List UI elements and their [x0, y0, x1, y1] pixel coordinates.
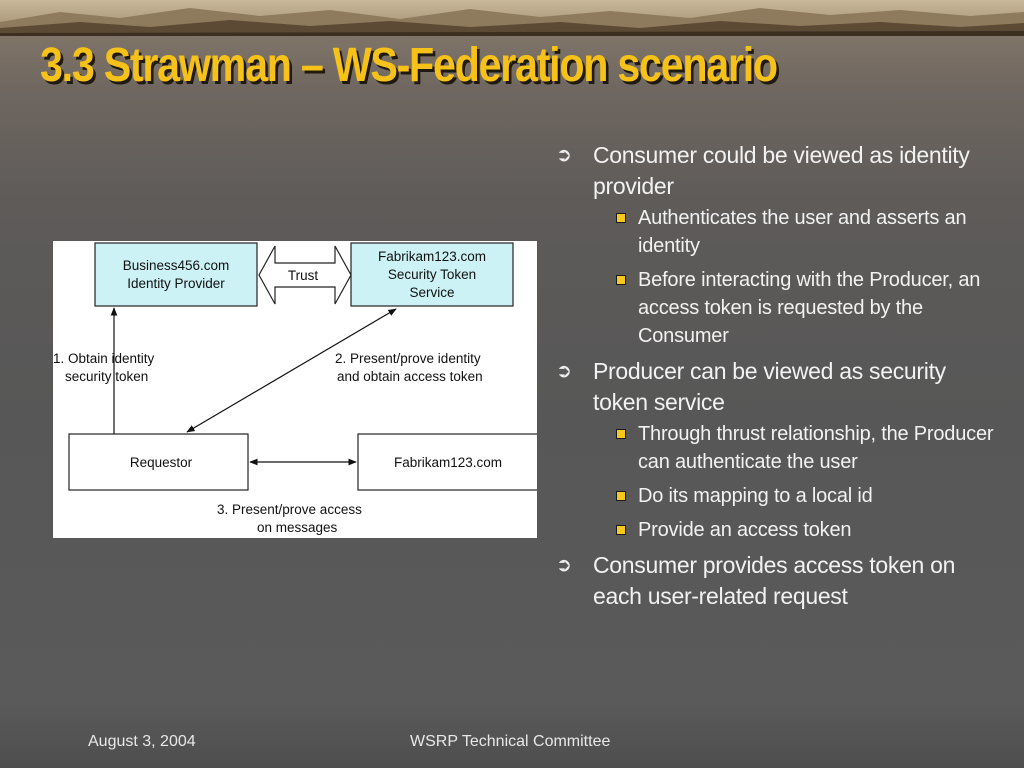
curved-arrow-bullet-icon: ➲	[556, 361, 572, 382]
sub-bullet-list: Authenticates the user and asserts an id…	[601, 204, 996, 350]
trust-label: Trust	[288, 268, 318, 283]
footer-date: August 3, 2004	[88, 733, 196, 750]
service-label: Fabrikam123.com	[394, 455, 502, 470]
square-bullet-icon	[616, 525, 626, 535]
bullet-list: ➲ Consumer could be viewed as identity p…	[556, 140, 996, 614]
sts-label-line3: Service	[409, 285, 454, 300]
requestor-box: Requestor	[68, 433, 249, 491]
bullet-text: Consumer could be viewed as identity pro…	[593, 142, 970, 199]
square-bullet-icon	[616, 429, 626, 439]
sub-bullet-text: Provide an access token	[638, 519, 852, 541]
present-identity-arrow	[186, 308, 397, 433]
bullet-text: Consumer provides access token on each u…	[593, 552, 956, 609]
sub-bullet-text: Authenticates the user and asserts an id…	[638, 207, 967, 257]
ws-federation-diagram: Business456.com Identity Provider Fabrik…	[53, 241, 537, 538]
square-bullet-icon	[616, 213, 626, 223]
sts-label-line2: Security Token	[388, 267, 476, 282]
bullet-item: ➲ Consumer could be viewed as identity p…	[556, 140, 996, 202]
sub-bullet-item: Authenticates the user and asserts an id…	[601, 204, 996, 260]
square-bullet-icon	[616, 491, 626, 501]
bullet-text: Producer can be viewed as security token…	[593, 358, 946, 415]
slide-title: 3.3 Strawman – WS-Federation scenario	[40, 39, 778, 92]
footer-committee: WSRP Technical Committee	[410, 733, 611, 750]
identity-provider-box: Business456.com Identity Provider	[94, 242, 258, 307]
step1-label-line2: security token	[65, 369, 148, 384]
step3-label-line1: 3. Present/prove access	[217, 502, 362, 517]
fabrikam-service-box: Fabrikam123.com	[357, 433, 537, 491]
step1-label-line1: 1. Obtain identity	[53, 351, 155, 366]
step2-label-line1: 2. Present/prove identity	[335, 351, 481, 366]
header-banner-image	[0, 0, 1024, 36]
sub-bullet-text: Through thrust relationship, the Produce…	[638, 423, 994, 473]
curved-arrow-bullet-icon: ➲	[556, 145, 572, 166]
idp-label-line2: Identity Provider	[127, 276, 225, 291]
sub-bullet-list: Through thrust relationship, the Produce…	[601, 420, 996, 544]
bullet-item: ➲ Consumer provides access token on each…	[556, 550, 996, 612]
sub-bullet-text: Before interacting with the Producer, an…	[638, 269, 981, 347]
sub-bullet-item: Do its mapping to a local id	[601, 482, 996, 510]
sub-bullet-item: Through thrust relationship, the Produce…	[601, 420, 996, 476]
sub-bullet-text: Do its mapping to a local id	[638, 485, 873, 507]
step2-label-line2: and obtain access token	[337, 369, 483, 384]
sub-bullet-item: Before interacting with the Producer, an…	[601, 266, 996, 350]
requestor-label: Requestor	[130, 455, 193, 470]
bullet-item: ➲ Producer can be viewed as security tok…	[556, 356, 996, 418]
security-token-service-box: Fabrikam123.com Security Token Service	[350, 242, 514, 307]
curved-arrow-bullet-icon: ➲	[556, 555, 572, 576]
trust-double-arrow: Trust	[258, 245, 352, 305]
square-bullet-icon	[616, 275, 626, 285]
idp-label-line1: Business456.com	[123, 258, 230, 273]
step3-label-line2: on messages	[257, 520, 338, 535]
sub-bullet-item: Provide an access token	[601, 516, 996, 544]
sts-label-line1: Fabrikam123.com	[378, 249, 486, 264]
